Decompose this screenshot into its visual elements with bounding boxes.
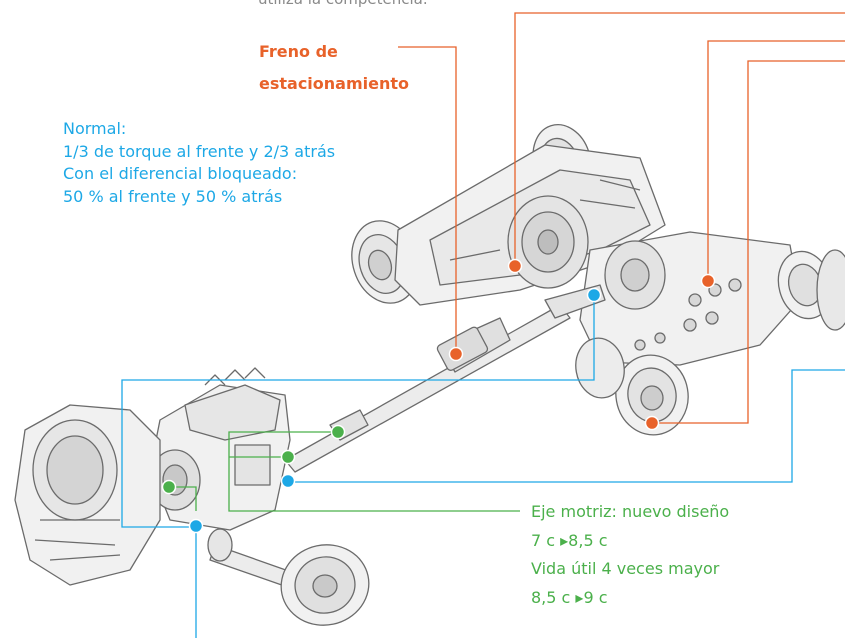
axle-note-line-1: Eje motriz: nuevo diseño xyxy=(531,502,730,521)
axle-leader-line xyxy=(228,431,520,512)
green-dot-transfer xyxy=(280,449,296,465)
orange-dot-rear-axle xyxy=(507,258,523,274)
rear-axle-housing xyxy=(394,144,666,306)
green-dot-front xyxy=(161,479,177,495)
parking-brake-line-2: estacionamiento xyxy=(259,74,410,93)
green-dot-shaft xyxy=(330,424,346,440)
blue-callout-line-1 xyxy=(121,294,595,638)
parking-brake-dot xyxy=(448,346,464,362)
machine-illustration xyxy=(14,124,845,626)
top-callout-line-2 xyxy=(707,40,845,281)
axle-note-line-3: Vida útil 4 veces mayor xyxy=(531,559,720,578)
blue-dot-front xyxy=(188,518,204,534)
orange-dot-wheel-hub xyxy=(644,415,660,431)
torque-distribution-note: Normal: 1/3 de torque al frente y 2/3 at… xyxy=(63,118,335,208)
callout-lines xyxy=(121,12,845,638)
front-motor-block xyxy=(14,404,161,586)
middle-axle-beam xyxy=(579,231,801,366)
blue-dot-transfer xyxy=(280,473,296,489)
top-caption: utiliza la competencia. xyxy=(258,0,428,8)
torque-note-line-3: Con el diferencial bloqueado: xyxy=(63,164,298,183)
axle-note-line-2: 7 c ▸8,5 c xyxy=(531,530,608,550)
right-wheel-hubs xyxy=(575,249,845,436)
torque-note-line-4: 50 % al frente y 50 % atrás xyxy=(63,186,283,206)
parking-brake-label: Freno de estacionamiento xyxy=(259,36,409,100)
blue-callout-line-2 xyxy=(288,369,845,483)
callout-dots xyxy=(161,258,716,534)
blue-dot-shaft xyxy=(586,287,602,303)
axle-leader-branch-2 xyxy=(169,486,197,511)
top-callout-line-1 xyxy=(514,12,845,266)
torque-note-line-1: Normal: xyxy=(63,119,127,138)
drive-axle-note: Eje motriz: nuevo diseño 7 c ▸8,5 c Vida… xyxy=(531,498,729,612)
top-callout-line-3 xyxy=(652,60,845,424)
axle-note-line-4: 8,5 c ▸9 c xyxy=(531,587,608,607)
orange-dot-middle-axle xyxy=(700,273,716,289)
transfer-case xyxy=(149,367,291,531)
parking-brake-line-1: Freno de xyxy=(259,42,338,61)
front-wheel-hub xyxy=(207,528,370,626)
parking-brake-leader-line xyxy=(398,46,457,353)
torque-note-line-2: 1/3 de torque al frente y 2/3 atrás xyxy=(63,141,336,161)
